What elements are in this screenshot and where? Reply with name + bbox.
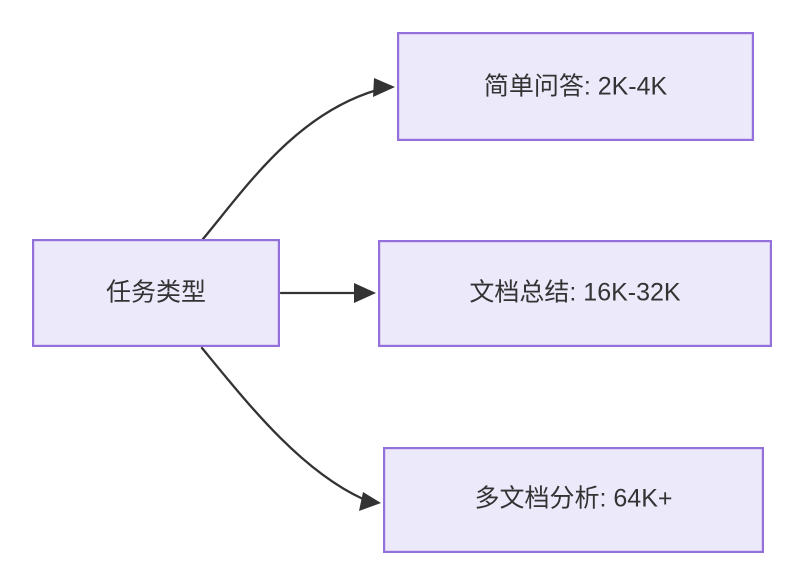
node-doc-summary-box	[378, 240, 772, 348]
node-root-label: 任务类型	[106, 279, 206, 307]
node-layer: 任务类型 简单问答: 2K-4K 文档总结: 16K-32K 多文档分析: 64…	[31, 31, 772, 554]
edge-root-to-doc-summary[interactable]	[279, 283, 376, 303]
node-multi-doc[interactable]: 多文档分析: 64K+	[383, 447, 764, 554]
node-doc-summary-label: 文档总结: 16K-32K	[469, 279, 681, 307]
edge-layer	[200, 78, 395, 511]
edge-root-to-simple-qa[interactable]	[201, 78, 395, 241]
node-simple-qa-box	[397, 31, 754, 142]
edge-root-to-multi-doc-path	[200, 346, 365, 501]
node-multi-doc-label: 多文档分析: 64K+	[475, 485, 673, 513]
edge-root-to-multi-doc-arrowhead-icon	[359, 492, 381, 511]
edge-root-to-doc-summary-arrowhead-icon	[354, 283, 376, 303]
edge-root-to-multi-doc[interactable]	[200, 346, 381, 511]
node-simple-qa[interactable]: 简单问答: 2K-4K	[397, 31, 754, 142]
edge-root-to-simple-qa-path	[201, 88, 379, 241]
node-multi-doc-box	[383, 447, 764, 554]
node-root[interactable]: 任务类型	[31, 239, 281, 348]
node-simple-qa-label: 简单问答: 2K-4K	[484, 73, 668, 101]
edge-root-to-simple-qa-arrowhead-icon	[373, 78, 395, 97]
node-root-box	[31, 239, 281, 348]
node-doc-summary[interactable]: 文档总结: 16K-32K	[378, 240, 772, 348]
